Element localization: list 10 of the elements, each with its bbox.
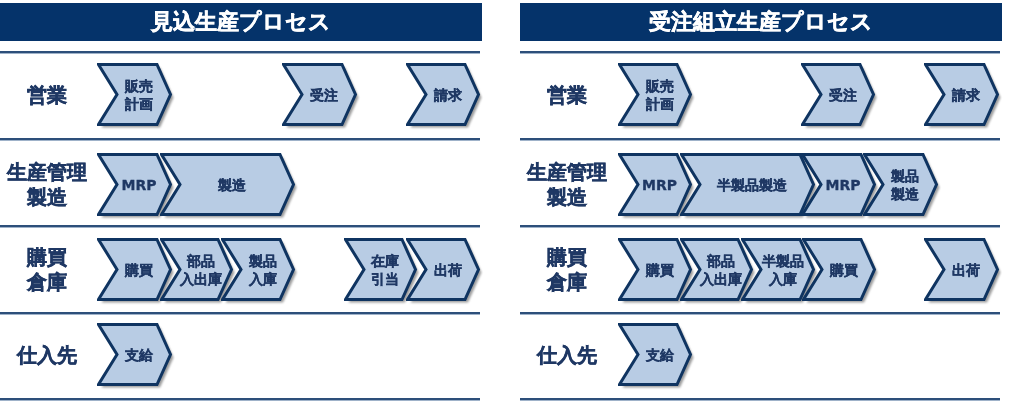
row-label: 仕入先	[17, 342, 77, 367]
title-banner: 見込生産プロセス	[0, 3, 482, 41]
title-banner: 受注組立生産プロセス	[520, 3, 1002, 41]
row-label: 購買倉庫	[546, 244, 588, 295]
row-label: 購買倉庫	[26, 244, 68, 295]
row-label: 営業	[547, 82, 587, 107]
row-label: 仕入先	[537, 342, 597, 367]
row-label: 営業	[27, 82, 67, 107]
row-label: 生産管理製造	[5, 159, 88, 210]
row-label: 生産管理製造	[525, 159, 608, 210]
